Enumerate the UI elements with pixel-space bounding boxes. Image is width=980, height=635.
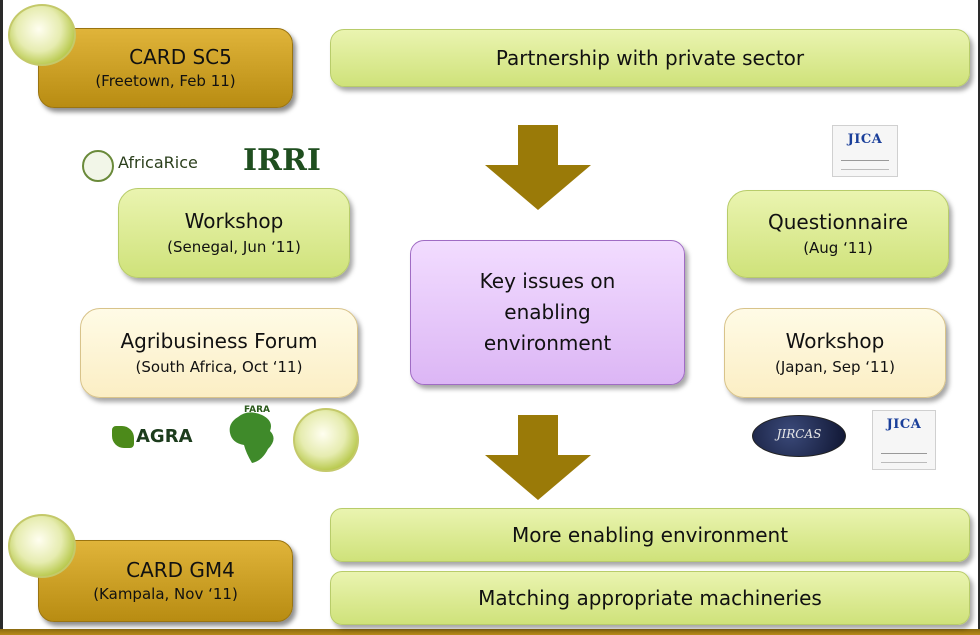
africarice-emblem-icon	[82, 150, 114, 182]
card-gm4-title: CARD GM4	[126, 558, 235, 583]
jica-bottom-text: JICA	[886, 417, 922, 432]
irri-logo: IRRI	[243, 143, 321, 178]
frame-right-border	[978, 0, 980, 635]
jica-logo-top: JICA	[832, 125, 898, 177]
partnership-box: Partnership with private sector	[330, 29, 970, 87]
agra-text: AGRA	[136, 426, 193, 447]
jircas-logo: JIRCAS	[752, 415, 846, 457]
key-issues-line2: enabling	[504, 300, 591, 324]
card-gm4-box: CARD GM4 (Kampala, Nov ‘11)	[38, 540, 293, 622]
fara-logo: FARA	[218, 405, 284, 469]
workshop-senegal-box: Workshop (Senegal, Jun ‘11)	[118, 188, 350, 278]
frame-left-border	[0, 0, 3, 635]
down-arrow-icon	[485, 125, 591, 210]
jica-top-text: JICA	[847, 132, 883, 147]
workshop-senegal-subtitle: (Senegal, Jun ‘11)	[167, 238, 301, 257]
workshop-senegal-title: Workshop	[184, 209, 284, 234]
africarice-text: AfricaRice	[118, 153, 198, 172]
africarice-logo: AfricaRice	[82, 148, 242, 182]
agribusiness-forum-title: Agribusiness Forum	[120, 329, 318, 354]
card-logo-icon	[8, 4, 76, 66]
matching-machineries-box: Matching appropriate machineries	[330, 571, 970, 625]
agra-leaf-icon	[112, 426, 134, 448]
workshop-japan-box: Workshop (Japan, Sep ‘11)	[724, 308, 946, 398]
jircas-text: JIRCAS	[776, 427, 822, 441]
more-enabling-box: More enabling environment	[330, 508, 970, 562]
card-logo-bottom-icon	[8, 514, 76, 578]
jica-logo-bottom: JICA	[872, 410, 936, 470]
partnership-text: Partnership with private sector	[495, 45, 805, 70]
key-issues-box: Key issues on enabling environment	[410, 240, 685, 385]
card-sc5-title: CARD SC5	[129, 45, 232, 70]
workshop-japan-title: Workshop	[785, 329, 885, 354]
agribusiness-forum-box: Agribusiness Forum (South Africa, Oct ‘1…	[80, 308, 358, 398]
card-logo-small-icon	[293, 408, 359, 472]
workshop-japan-subtitle: (Japan, Sep ‘11)	[775, 358, 895, 377]
card-gm4-subtitle: (Kampala, Nov ‘11)	[93, 585, 238, 604]
questionnaire-subtitle: (Aug ‘11)	[803, 239, 873, 258]
down-arrow-bottom-icon	[485, 415, 591, 500]
questionnaire-title: Questionnaire	[767, 210, 909, 235]
frame-bottom-bar	[0, 629, 980, 635]
matching-machineries-text: Matching appropriate machineries	[478, 585, 822, 610]
key-issues-line3: environment	[483, 331, 612, 355]
africa-map-icon	[229, 412, 274, 463]
questionnaire-box: Questionnaire (Aug ‘11)	[727, 190, 949, 278]
more-enabling-text: More enabling environment	[511, 522, 789, 547]
fara-text: FARA	[244, 405, 270, 415]
agra-logo: AGRA	[112, 422, 232, 452]
card-sc5-box: CARD SC5 (Freetown, Feb 11)	[38, 28, 293, 108]
card-sc5-subtitle: (Freetown, Feb 11)	[95, 72, 236, 91]
key-issues-line1: Key issues on	[479, 269, 616, 293]
agribusiness-forum-subtitle: (South Africa, Oct ‘11)	[135, 358, 303, 377]
